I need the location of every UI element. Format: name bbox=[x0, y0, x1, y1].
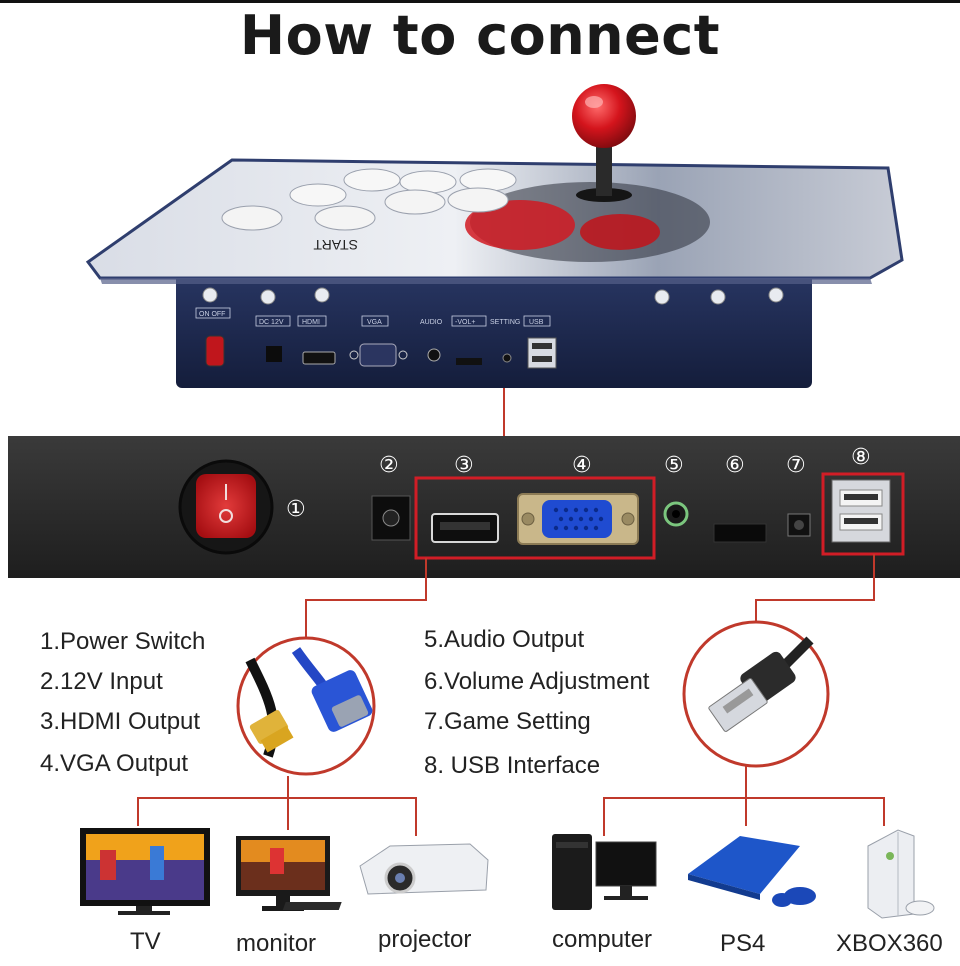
device-label-tv: TV bbox=[130, 928, 161, 955]
console-screws bbox=[202, 287, 784, 305]
svg-text:DC 12V: DC 12V bbox=[259, 319, 284, 326]
port-numbers: ① ② ③ ④ ⑤ ⑥ ⑦ ⑧ bbox=[286, 445, 871, 522]
legend-item-power-switch: 1.Power Switch bbox=[40, 628, 206, 655]
page-title: How to connect bbox=[239, 4, 721, 67]
action-buttons bbox=[221, 168, 517, 231]
tv-icon bbox=[80, 828, 210, 915]
port-number-7: ⑦ bbox=[786, 453, 806, 478]
legend-item-audio-output: 5.Audio Output bbox=[424, 626, 585, 653]
joystick bbox=[572, 84, 636, 202]
ps4-icon bbox=[688, 836, 816, 907]
port-number-4: ④ bbox=[572, 453, 592, 478]
video-ports-highlight bbox=[414, 476, 656, 560]
usb-highlight bbox=[821, 472, 905, 556]
setting-button-small bbox=[502, 353, 512, 363]
legend-item-vga-output: 4.VGA Output bbox=[40, 750, 189, 777]
vga-port-small bbox=[359, 343, 397, 367]
device-label-monitor: monitor bbox=[236, 930, 317, 957]
start-label: START bbox=[313, 237, 358, 253]
arcade-console: START ON OFF DC 12V HDMI VGA AUDIO -VOL+ bbox=[85, 84, 904, 388]
legend-item-12v-input: 2.12V Input bbox=[40, 668, 163, 695]
svg-text:VGA: VGA bbox=[367, 319, 382, 326]
port-number-8: ⑧ bbox=[851, 445, 871, 470]
xbox360-icon bbox=[867, 829, 935, 919]
legend-item-usb-interface: 8. USB Interface bbox=[424, 752, 601, 779]
svg-text:SETTING: SETTING bbox=[490, 319, 520, 326]
port-number-5: ⑤ bbox=[664, 453, 684, 478]
port-number-1: ① bbox=[286, 497, 306, 522]
svg-text:HDMI: HDMI bbox=[302, 319, 320, 326]
monitor-icon bbox=[236, 836, 330, 911]
cable-circle-usb bbox=[682, 620, 830, 768]
volume-wheel-small bbox=[456, 358, 482, 365]
device-label-ps4: PS4 bbox=[720, 930, 766, 957]
volume-wheel bbox=[713, 523, 767, 543]
svg-text:-VOL+: -VOL+ bbox=[455, 319, 475, 326]
computer-icon bbox=[282, 834, 657, 910]
console-port-labels: ON OFF DC 12V HDMI VGA AUDIO -VOL+ SETTI… bbox=[195, 307, 551, 327]
power-switch-small bbox=[205, 335, 225, 367]
dc-jack-small bbox=[266, 346, 282, 362]
svg-text:USB: USB bbox=[529, 319, 544, 326]
port-number-3: ③ bbox=[454, 453, 474, 478]
projector-icon bbox=[359, 843, 489, 895]
legend-item-game-setting: 7.Game Setting bbox=[424, 708, 591, 735]
usb-ports bbox=[831, 479, 891, 543]
svg-text:ON OFF: ON OFF bbox=[199, 311, 225, 318]
port-number-2: ② bbox=[379, 453, 399, 478]
legend-item-volume-adjustment: 6.Volume Adjustment bbox=[424, 668, 650, 695]
connector-lines bbox=[137, 554, 885, 836]
hdmi-port-small bbox=[302, 351, 336, 365]
cable-circle-hdmi-vga bbox=[236, 636, 376, 776]
audio-jack-small bbox=[427, 348, 441, 362]
device-label-computer: computer bbox=[552, 926, 653, 953]
port-number-6: ⑥ bbox=[725, 453, 745, 478]
back-panel-closeup bbox=[8, 436, 960, 578]
artwork-red bbox=[465, 200, 575, 250]
device-label-projector: projector bbox=[378, 926, 472, 953]
device-label-xbox360: XBOX360 bbox=[836, 930, 943, 957]
svg-text:AUDIO: AUDIO bbox=[420, 319, 443, 326]
usb-ports-small bbox=[527, 337, 557, 369]
legend-item-hdmi-output: 3.HDMI Output bbox=[40, 708, 201, 735]
